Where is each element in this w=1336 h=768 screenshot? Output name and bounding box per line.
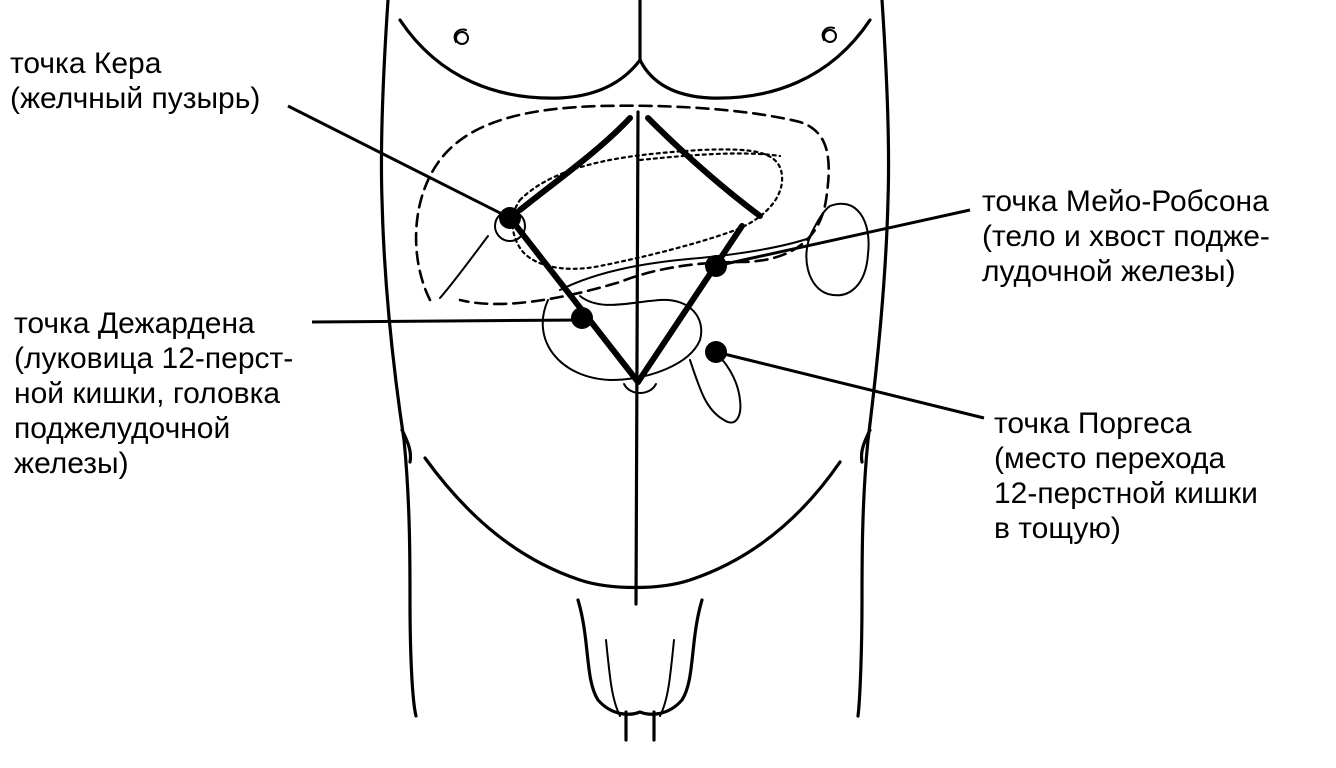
ker-label: точка Кера (желчный пузырь) bbox=[10, 46, 260, 116]
mayo-robson-leader bbox=[715, 208, 971, 268]
porges-label-line-2: (место перехода bbox=[994, 442, 1226, 475]
right-waist-mark bbox=[859, 428, 872, 464]
mayo-robson-diagonal bbox=[635, 223, 745, 385]
liver-outline bbox=[414, 104, 831, 306]
desjardins-label: точка Дежардена (луковица 12-перст- ной … bbox=[14, 306, 293, 481]
left-rib-arch bbox=[517, 115, 633, 213]
mayo-robson-label: точка Мейо-Робсона (тело и хвост подже- … bbox=[982, 184, 1270, 289]
ker-label-line-1: точка Кера bbox=[10, 47, 162, 80]
pancreas-outline bbox=[559, 237, 811, 291]
mayo-robson-label-line-2: (тело и хвост подже- bbox=[982, 220, 1270, 253]
genital-inner-left bbox=[605, 639, 621, 717]
ker-label-line-2: (желчный пузырь) bbox=[10, 82, 261, 115]
desjardins-label-line-2: (луковица 12-перст- bbox=[14, 342, 294, 375]
ker-diagonal bbox=[507, 215, 641, 385]
stomach-fold bbox=[638, 152, 782, 162]
jejunum-outline bbox=[689, 347, 742, 424]
porges-label: точка Поргеса (место перехода 12-перстно… bbox=[994, 406, 1258, 546]
torso-left-edge bbox=[379, 0, 418, 718]
left-nipple bbox=[453, 28, 469, 45]
left-chest-curve bbox=[398, 18, 642, 100]
stomach-outline bbox=[511, 148, 784, 270]
desjardins-label-line-3: ной кишки, головка bbox=[14, 377, 281, 410]
ker-point-ring bbox=[494, 210, 526, 242]
desjardins-label-line-4: поджелудочной bbox=[14, 412, 231, 445]
desjardins-label-line-1: точка Дежардена bbox=[14, 307, 255, 340]
desjardins-point bbox=[571, 307, 593, 329]
duodenum-outline bbox=[541, 295, 703, 381]
midline bbox=[634, 110, 640, 606]
porges-label-line-3: 12-перстной кишки bbox=[994, 477, 1258, 510]
porges-leader bbox=[715, 350, 985, 420]
mayo-robson-label-line-3: лудочной железы) bbox=[982, 255, 1236, 288]
right-nipple bbox=[821, 26, 837, 43]
right-rib-arch bbox=[645, 115, 763, 219]
ker-leader bbox=[287, 104, 511, 220]
umbilicus bbox=[623, 383, 657, 394]
mayo-robson-label-line-1: точка Мейо-Робсона bbox=[982, 185, 1269, 218]
desjardins-leader bbox=[311, 318, 583, 324]
spleen-outline bbox=[805, 202, 870, 297]
right-chest-curve bbox=[638, 18, 872, 100]
porges-label-line-1: точка Поргеса bbox=[994, 407, 1192, 440]
genital-inner-right bbox=[659, 639, 675, 717]
desjardins-label-line-5: железы) bbox=[14, 447, 129, 480]
torso-right-edge bbox=[856, 0, 891, 718]
pelvis-curve bbox=[423, 456, 842, 590]
porges-label-line-4: в тощую) bbox=[994, 512, 1121, 545]
left-waist-mark bbox=[400, 428, 413, 464]
genital-outline bbox=[576, 598, 704, 716]
gallbladder-outline bbox=[439, 235, 489, 299]
